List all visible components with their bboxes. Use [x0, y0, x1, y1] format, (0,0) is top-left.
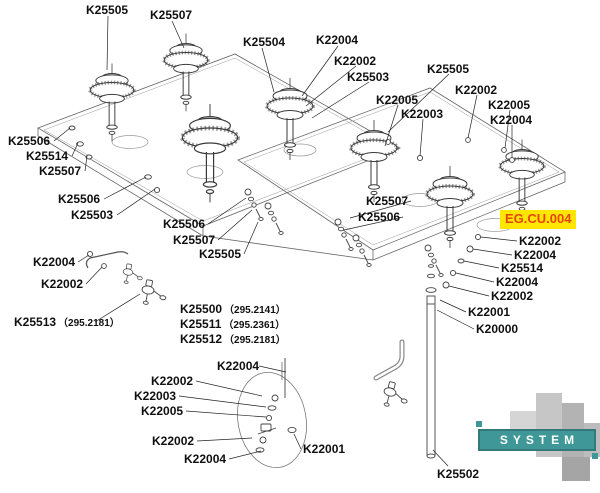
fitting-chains	[244, 188, 444, 277]
part-label: K25507	[150, 8, 193, 22]
left-pipe-assembly	[85, 251, 169, 309]
part-label: K22002	[152, 434, 195, 448]
cooktop-frame	[37, 53, 566, 261]
supply-pipe	[425, 264, 437, 459]
part-label: K22004	[184, 452, 227, 466]
part-label: K22002	[151, 374, 194, 388]
watermark-block	[562, 457, 590, 481]
part-label: K25506	[8, 134, 51, 148]
part-label: K25513（295.2181）	[14, 315, 120, 329]
part-label: K25507	[173, 233, 216, 247]
part-label: K22002	[491, 289, 534, 303]
part-label: K22004	[217, 359, 260, 373]
part-label: K22004	[514, 248, 557, 262]
part-label: K25502	[437, 467, 480, 481]
watermark-square	[476, 421, 482, 427]
part-label: K25503	[71, 208, 114, 222]
part-label: K25511（295.2361）	[180, 317, 286, 331]
part-label: K22004	[490, 113, 533, 127]
part-label-highlight: EG.CU.004	[500, 210, 577, 229]
part-label: K22005	[141, 404, 184, 418]
watermark-square	[592, 453, 598, 459]
elbow-pipe	[373, 339, 412, 412]
system-watermark-logo: SYSTEM	[476, 393, 600, 485]
part-label: K25504	[243, 35, 286, 49]
part-label: K22005	[488, 98, 531, 112]
burner-holes	[111, 135, 514, 232]
part-label: K22002	[455, 83, 498, 97]
burner-assemblies	[88, 31, 546, 250]
part-label: K22003	[134, 389, 177, 403]
part-label: K25514	[501, 261, 544, 275]
part-label: K25506	[163, 217, 206, 231]
injector-cluster	[237, 358, 307, 469]
part-label: K22004	[496, 275, 539, 289]
part-label: K25500（295.2141）	[180, 302, 286, 316]
part-label: K22001	[303, 442, 346, 456]
part-label: K25514	[26, 149, 69, 163]
part-label: K22002	[519, 234, 562, 248]
part-label: K25507	[39, 164, 82, 178]
part-label: K25503	[347, 70, 390, 84]
part-label: K20000	[476, 322, 519, 336]
part-label: K25505	[86, 3, 129, 17]
part-label: K25506	[58, 192, 101, 206]
part-label: K22004	[33, 255, 76, 269]
part-label: K22003	[401, 107, 444, 121]
leader-lines	[53, 15, 518, 467]
part-label: K22004	[316, 33, 359, 47]
part-label: K25507	[366, 194, 409, 208]
part-label: K22002	[41, 277, 84, 291]
part-label: K25505	[427, 62, 470, 76]
part-label: K25512（295.2181）	[180, 332, 286, 346]
part-label: K22002	[334, 54, 377, 68]
watermark-text: SYSTEM	[478, 429, 596, 451]
part-label: K22001	[468, 305, 511, 319]
part-label: K22005	[376, 93, 419, 107]
part-label: K25506	[358, 210, 401, 224]
part-label: K25505	[199, 247, 242, 261]
